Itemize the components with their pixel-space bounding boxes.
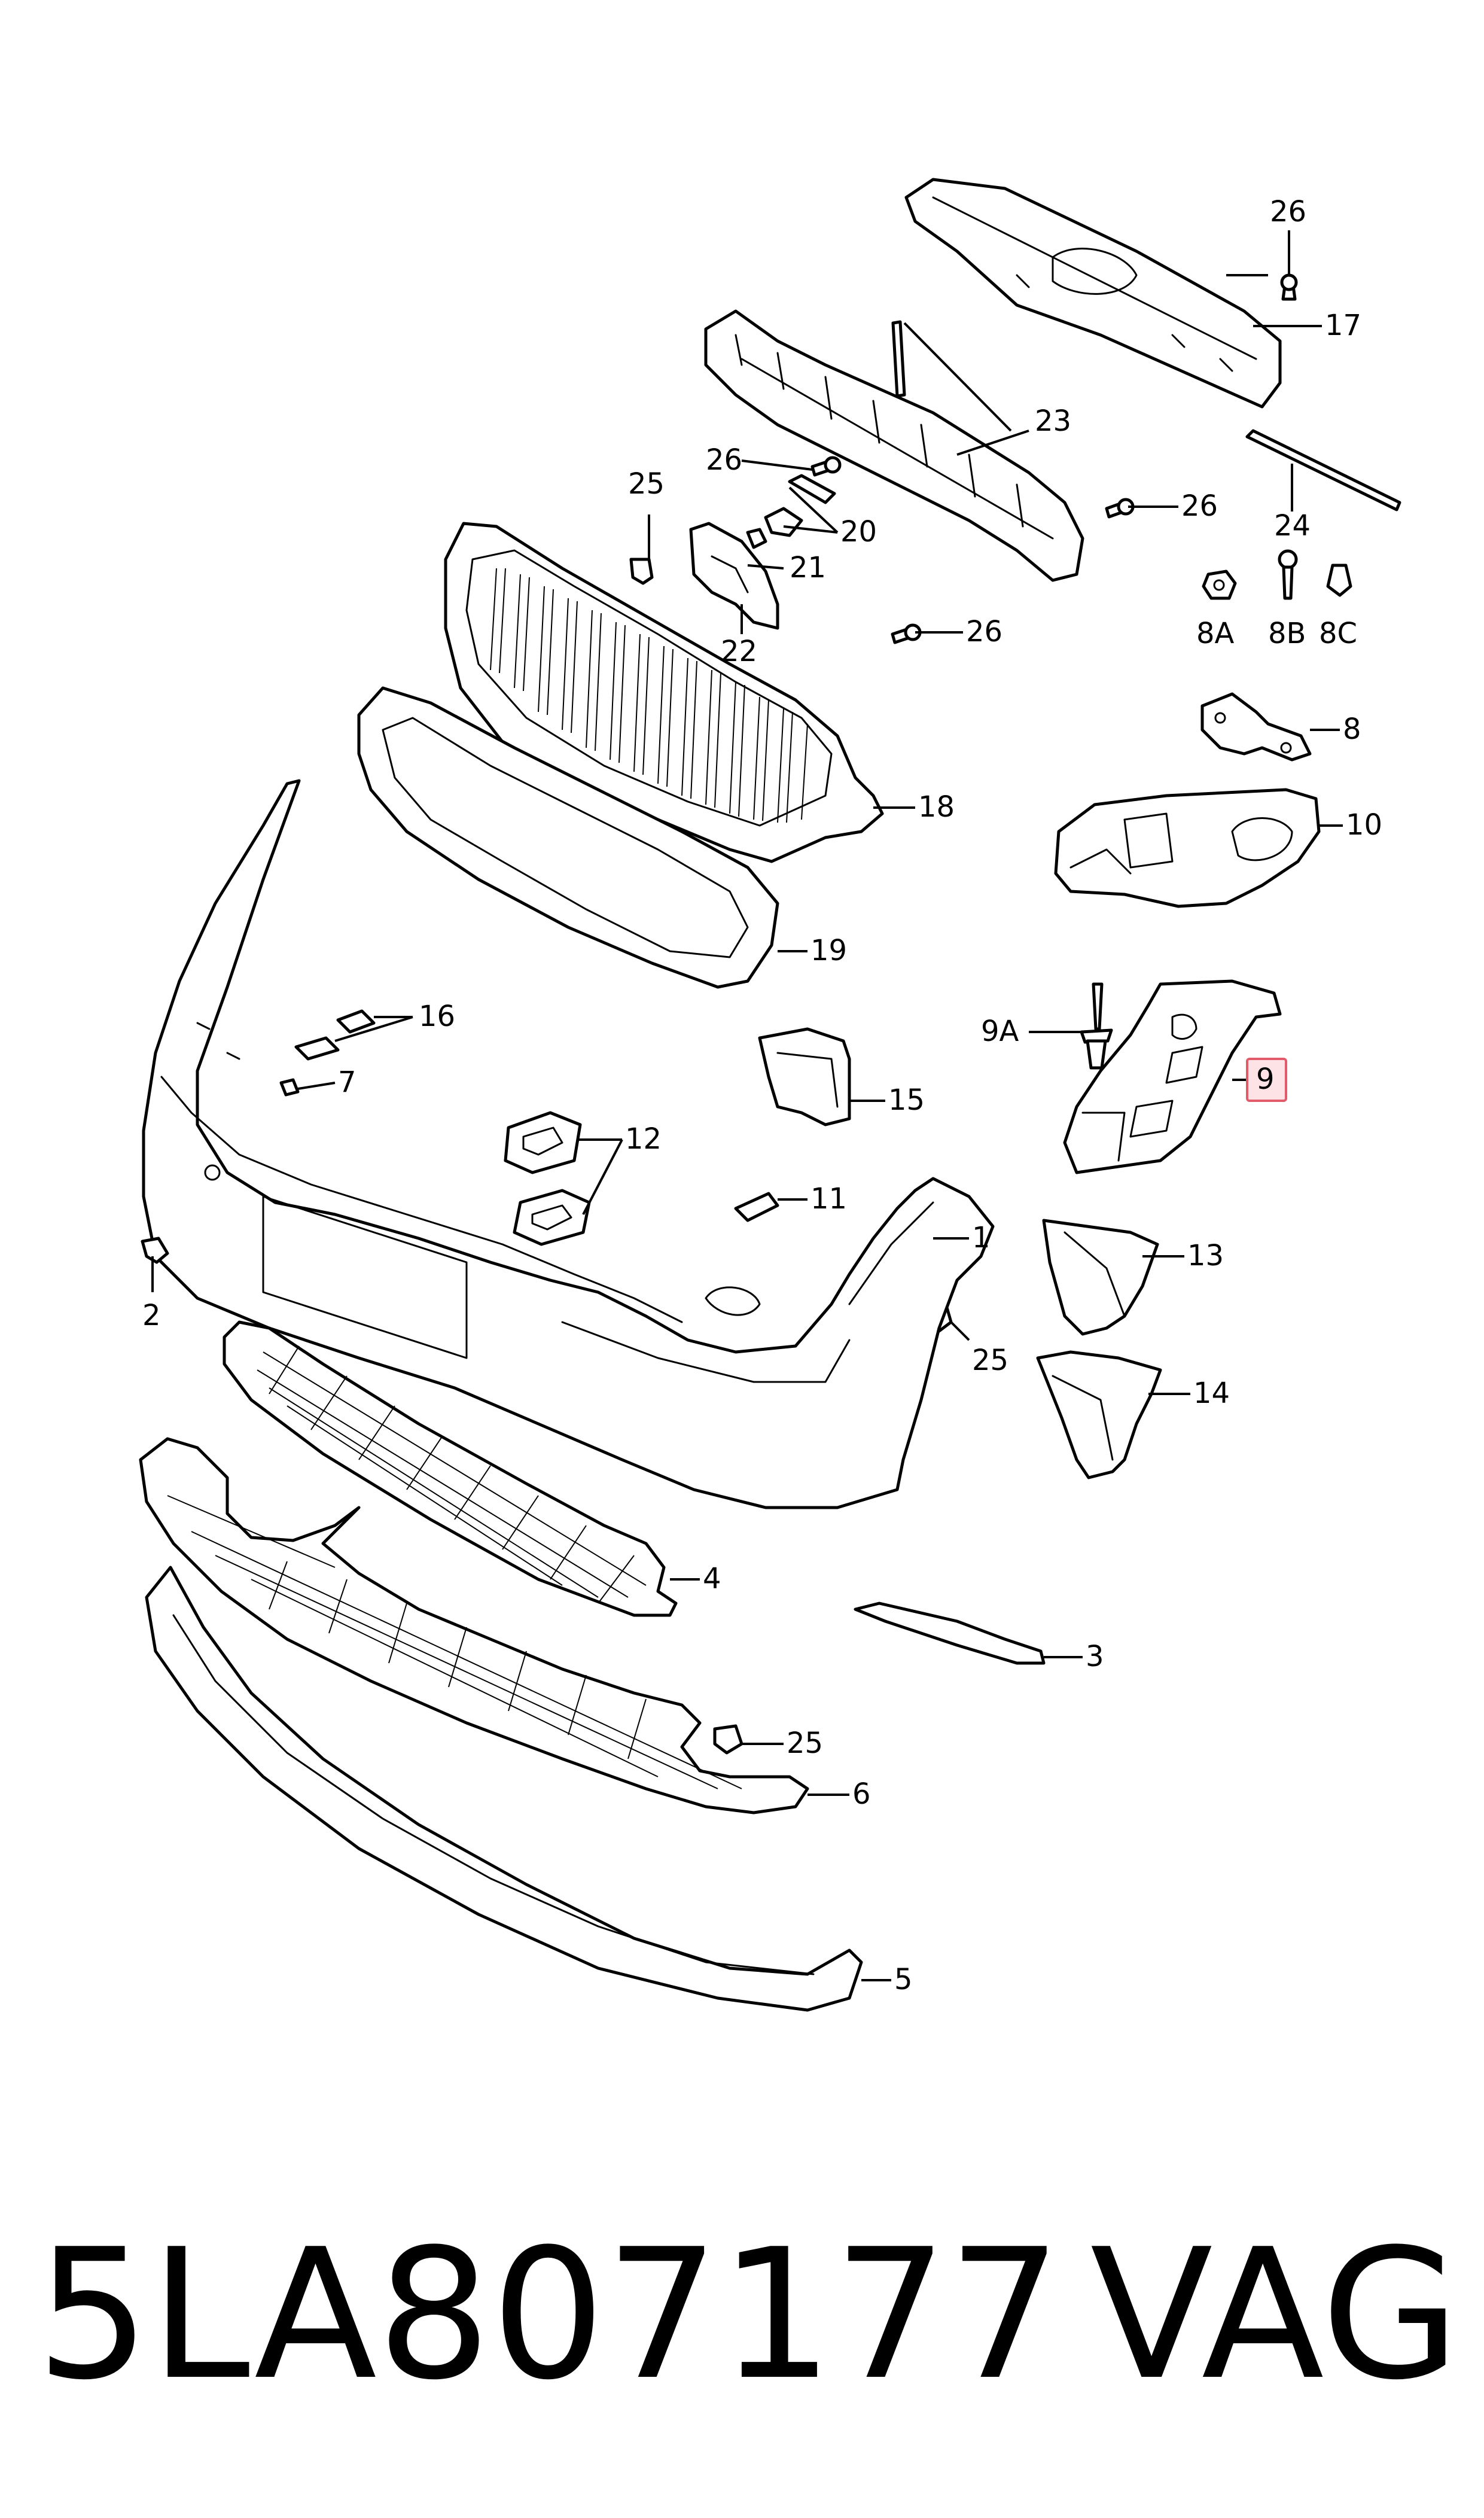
callout-8b: 8B bbox=[1268, 617, 1306, 650]
callout-14: 14 bbox=[1193, 1377, 1230, 1410]
part-3-trim-strip bbox=[854, 1601, 1046, 1665]
callout-25-top: 25 bbox=[628, 467, 665, 501]
screw-26-left bbox=[810, 456, 842, 477]
callout-24: 24 bbox=[1274, 509, 1311, 543]
callout-16: 16 bbox=[419, 1000, 455, 1033]
callout-8c: 8C bbox=[1319, 617, 1357, 650]
screw-26-right bbox=[1105, 498, 1135, 519]
callout-8a: 8A bbox=[1196, 617, 1235, 650]
brand-label: VAG bbox=[1090, 2211, 1460, 2419]
callout-13: 13 bbox=[1187, 1239, 1224, 1272]
part-12-fog-surrounds bbox=[504, 1111, 591, 1246]
callout-26-top: 26 bbox=[1270, 195, 1306, 229]
screw-26-mid bbox=[891, 623, 922, 644]
part-23-carrier bbox=[704, 309, 1084, 582]
callout-1: 1 bbox=[972, 1221, 991, 1255]
callout-4: 4 bbox=[703, 1562, 721, 1596]
part-17-upper-cover bbox=[904, 178, 1282, 409]
callout-17: 17 bbox=[1325, 309, 1361, 342]
part-19-grille-frame bbox=[357, 686, 779, 989]
clip-25-bottom bbox=[713, 1724, 743, 1755]
callout-20: 20 bbox=[840, 515, 877, 549]
callout-2: 2 bbox=[142, 1299, 161, 1332]
callout-26-left: 26 bbox=[706, 443, 742, 477]
screw-26-top bbox=[1280, 273, 1298, 301]
leader-lines bbox=[151, 230, 1343, 1981]
part-11-cap bbox=[734, 1192, 779, 1222]
callout-21: 21 bbox=[790, 551, 826, 584]
part-9a-rivet bbox=[1080, 982, 1113, 1070]
part-5-spoiler-lip bbox=[145, 1566, 863, 2012]
part-22-bracket bbox=[689, 522, 779, 630]
part-24-seal-strip bbox=[1245, 429, 1401, 511]
part-7-clip bbox=[279, 1078, 300, 1097]
callout-7: 7 bbox=[338, 1065, 356, 1099]
highlight-box-9 bbox=[1246, 1058, 1287, 1102]
clip-25-top bbox=[629, 558, 654, 585]
callout-18: 18 bbox=[918, 790, 955, 824]
part-16-caps bbox=[294, 1009, 376, 1061]
callout-26-mid: 26 bbox=[966, 615, 1002, 648]
callout-6: 6 bbox=[852, 1777, 871, 1811]
callout-11: 11 bbox=[810, 1182, 847, 1216]
part-number: 5LA807177 bbox=[36, 2211, 1062, 2419]
callout-5: 5 bbox=[894, 1963, 913, 1996]
callout-25-mid: 25 bbox=[972, 1344, 1008, 1377]
callout-12: 12 bbox=[625, 1122, 662, 1156]
callout-labels: 26 17 23 26 25 26 24 20 21 8A 8B 8C 26 2… bbox=[142, 195, 1382, 1996]
part-6-underbody-panel bbox=[139, 1437, 809, 1814]
callout-15: 15 bbox=[888, 1083, 925, 1117]
part-14-guide bbox=[1036, 1350, 1162, 1479]
part-4-lower-grille bbox=[223, 1320, 678, 1617]
callout-10: 10 bbox=[1346, 808, 1382, 842]
part-9-bracket bbox=[1063, 979, 1282, 1174]
callout-26-right: 26 bbox=[1181, 489, 1218, 523]
part-21-clip bbox=[746, 528, 767, 549]
callout-9a: 9A bbox=[981, 1015, 1019, 1048]
callout-3: 3 bbox=[1086, 1640, 1104, 1673]
part-10-bracket bbox=[1054, 788, 1321, 908]
part-2-holder bbox=[141, 1237, 169, 1264]
part-20-guide bbox=[764, 474, 836, 537]
callout-9: 9 bbox=[1256, 1062, 1275, 1096]
part-1-bumper-cover bbox=[142, 779, 995, 1509]
callout-8: 8 bbox=[1343, 713, 1361, 746]
screw-8b bbox=[1278, 549, 1298, 600]
part-8-bracket bbox=[1200, 692, 1312, 762]
part-13-guide bbox=[1042, 1219, 1159, 1336]
nut-8a bbox=[1202, 570, 1237, 600]
part-15-air-guide bbox=[758, 1027, 851, 1126]
callout-23: 23 bbox=[1035, 404, 1071, 438]
clip-8c bbox=[1326, 564, 1352, 597]
callout-22: 22 bbox=[721, 635, 757, 668]
callout-25-bottom: 25 bbox=[787, 1727, 823, 1760]
callout-19: 19 bbox=[810, 934, 847, 967]
